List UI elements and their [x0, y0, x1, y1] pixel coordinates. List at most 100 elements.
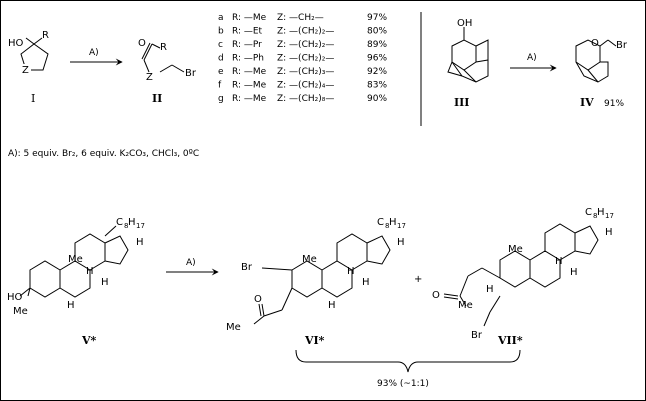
atom-8: 8	[124, 222, 128, 230]
compound-IV-structure: O Br	[575, 38, 628, 83]
substituent-row: a R: —Me Z: —CH₂— 97%	[218, 13, 387, 23]
atom-H: H	[67, 300, 75, 311]
atom-O: O	[138, 38, 146, 49]
substituent-r: R: —Me	[232, 94, 267, 104]
substituent-row: c R: —Pr Z: —(CH₂)₂— 89%	[218, 40, 387, 50]
atom-17: 17	[136, 222, 145, 230]
substituent-r: R: —Pr	[232, 40, 262, 50]
substituent-yield: 83%	[367, 81, 387, 91]
substituent-r: R: —Et	[232, 27, 263, 37]
atom-Me: Me	[226, 322, 241, 333]
plus-sign: +	[414, 274, 422, 285]
arrow-2-label: A)	[527, 53, 537, 63]
atom-H: H	[486, 284, 494, 295]
atom-H: H	[389, 217, 397, 228]
atom-Br: Br	[241, 262, 253, 273]
atom-O: O	[254, 294, 262, 305]
atom-Br: Br	[471, 330, 483, 341]
atom-H: H	[128, 217, 136, 228]
atom-R: R	[42, 30, 49, 41]
compound-VII-structure: O Me Br H Me H H H C 8 H 17	[432, 207, 614, 341]
atom-H: H	[101, 277, 109, 288]
substituent-r: R: —Me	[232, 81, 267, 91]
compound-I-structure: HO R Z	[8, 30, 49, 76]
substituent-row: b R: —Et Z: —(CH₂)₂— 80%	[218, 27, 387, 37]
combined-yield: 93% (~1:1)	[377, 379, 429, 389]
atom-Z: Z	[22, 65, 29, 76]
arrow-1-label: A)	[89, 48, 99, 58]
atom-Br: Br	[185, 68, 197, 79]
substituent-yield: 96%	[367, 54, 387, 64]
atom-HO: HO	[8, 38, 24, 49]
label-V: V*	[81, 334, 97, 347]
atom-O: O	[432, 290, 440, 301]
atom-Me: Me	[68, 254, 83, 265]
substituent-letter: f	[218, 81, 222, 91]
substituent-z: Z: —(CH₂)₂—	[277, 27, 334, 37]
atom-C: C	[585, 207, 592, 218]
atom-H: H	[597, 207, 605, 218]
atom-Me: Me	[458, 300, 473, 311]
label-II: II	[152, 92, 162, 105]
atom-H: H	[347, 266, 355, 277]
substituent-z: Z: —(CH₂)₃—	[277, 67, 334, 77]
atom-H: H	[86, 266, 94, 277]
substituent-letter: g	[218, 94, 224, 104]
atom-Z: Z	[146, 72, 153, 83]
atom-OH: OH	[457, 18, 472, 29]
atom-Br: Br	[616, 40, 628, 51]
substituent-z: Z: —CH₂—	[277, 13, 324, 23]
atom-8: 8	[593, 212, 597, 220]
substituent-yield: 90%	[367, 94, 387, 104]
substituent-row: g R: —Me Z: —(CH₂)₈— 90%	[218, 94, 387, 104]
atom-H: H	[570, 267, 578, 278]
substituent-r: R: —Me	[232, 13, 267, 23]
substituent-r: R: —Me	[232, 67, 267, 77]
substituent-letter: e	[218, 67, 224, 77]
atom-H: H	[328, 300, 336, 311]
substituent-row: d R: —Ph Z: —(CH₂)₂— 96%	[218, 54, 387, 64]
substituent-z: Z: —(CH₂)₂—	[277, 54, 334, 64]
atom-H: H	[136, 237, 144, 248]
substituent-r: R: —Ph	[232, 54, 264, 64]
atom-Me: Me	[302, 254, 317, 265]
compound-V-structure: HO Me Me H H H H C 8 H 17	[7, 217, 145, 317]
atom-17: 17	[397, 222, 406, 230]
product-brace	[295, 349, 521, 373]
substituent-letter: b	[218, 27, 224, 37]
substituent-row: f R: —Me Z: —(CH₂)₄— 83%	[218, 81, 387, 91]
label-VI: VI*	[304, 334, 325, 347]
yield-IV: 91%	[604, 99, 624, 109]
compound-II-structure: O R Z Br	[138, 38, 197, 83]
substituent-yield: 80%	[367, 27, 387, 37]
substituent-z: Z: —(CH₂)₂—	[277, 40, 334, 50]
substituent-yield: 92%	[367, 67, 387, 77]
substituent-yield: 89%	[367, 40, 387, 50]
substituent-yield: 97%	[367, 13, 387, 23]
atom-C: C	[116, 217, 123, 228]
label-I: I	[31, 92, 35, 105]
substituent-z: Z: —(CH₂)₄—	[277, 81, 334, 91]
substituent-z: Z: —(CH₂)₈—	[277, 94, 334, 104]
label-IV: IV	[580, 96, 594, 109]
substituent-letter: a	[218, 13, 224, 23]
compound-VI-structure: Br O Me Me H H H H C 8 H 17	[226, 217, 406, 333]
atom-C: C	[377, 217, 384, 228]
atom-H: H	[397, 237, 405, 248]
substituent-row: e R: —Me Z: —(CH₂)₃— 92%	[218, 67, 387, 77]
atom-R: R	[160, 42, 167, 53]
substituent-letter: d	[218, 54, 224, 64]
atom-H: H	[362, 277, 370, 288]
atom-8: 8	[385, 222, 389, 230]
atom-17: 17	[605, 212, 614, 220]
substituent-letter: c	[218, 40, 223, 50]
label-III: III	[454, 96, 469, 109]
atom-O: O	[591, 38, 599, 49]
substituent-table: a R: —Me Z: —CH₂— 97% b R: —Et Z: —(CH₂)₂— 80% c…	[218, 13, 387, 104]
reaction-conditions: A): 5 equiv. Br₂, 6 equiv. K₂CO₃, CHCl₃,…	[8, 149, 199, 159]
compound-III-structure: OH	[447, 18, 489, 83]
atom-Me: Me	[508, 244, 523, 255]
atom-H: H	[605, 227, 613, 238]
arrow-3-label: A)	[186, 258, 196, 268]
